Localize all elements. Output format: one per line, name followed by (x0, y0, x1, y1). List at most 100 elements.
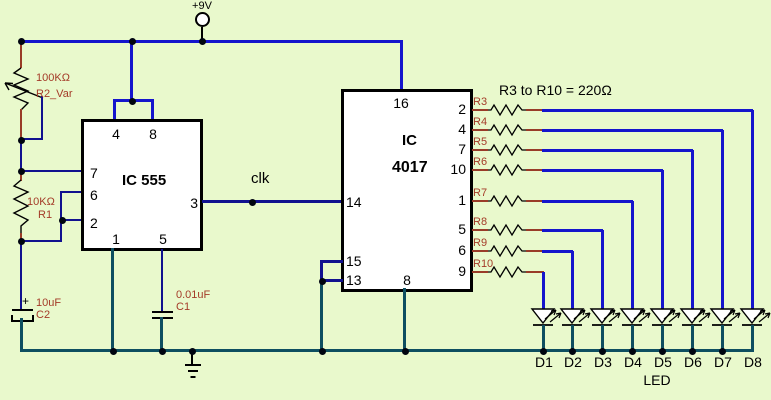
led-group-label: LED (643, 372, 671, 388)
wire-pin13 (321, 279, 343, 282)
resistor-lead-right (526, 200, 544, 202)
resistor-zigzag-R6 (488, 163, 527, 177)
wire-pins48-vertical (130, 40, 133, 102)
wire-pin8-drop (151, 99, 154, 122)
led-label-D7: D7 (714, 354, 732, 370)
wire-R6-horizontal (542, 169, 663, 172)
ic4017-pin-4: 4 (458, 121, 466, 137)
r1-symbol (12, 179, 30, 233)
junction-dot (599, 348, 606, 355)
led-label-D5: D5 (654, 354, 672, 370)
junction-dot (719, 348, 726, 355)
wire-pin15 (321, 260, 343, 263)
ic4017-pin-5: 5 (458, 221, 466, 237)
junction-dot (319, 278, 326, 285)
resistor-lead-right (526, 229, 544, 231)
wire-pin15-13-vertical (320, 260, 323, 282)
c2-polarity: + (22, 294, 30, 308)
resistor-label-R6: R6 (473, 156, 488, 168)
pot-lead-bottom (20, 109, 22, 140)
ic555-title: IC 555 (122, 172, 167, 189)
pot-wiper-vertical (41, 96, 43, 140)
ic4017-pin-8: 8 (403, 272, 411, 288)
junction-dot (18, 137, 25, 144)
ic4017-pin-9: 9 (458, 263, 466, 279)
r1-value-label: 10KΩ (27, 196, 55, 208)
junction-dot (199, 38, 206, 45)
led-D4-ground-stub (631, 325, 634, 352)
resistor-label-R9: R9 (473, 237, 488, 249)
junction-dot (629, 348, 636, 355)
ic4017-pin-14: 14 (346, 194, 362, 210)
led-label-D2: D2 (564, 354, 582, 370)
junction-dot (59, 217, 66, 224)
power-label: +9V (192, 0, 212, 12)
junction-dot (319, 348, 326, 355)
ic4017-title-2: 4017 (392, 159, 428, 176)
resistor-label-R5: R5 (473, 136, 488, 148)
resistor-lead-left (472, 109, 488, 111)
r1-name-label: R1 (38, 209, 53, 221)
led-label-D8: D8 (744, 354, 762, 370)
led-D7-symbol (709, 308, 741, 326)
power-terminal-stub (201, 27, 203, 41)
pot-name-label: R2_Var (36, 88, 73, 100)
ic4017-body: 16 IC 4017 14 15 13 8 2 4 7 10 1 5 6 9 (341, 89, 473, 292)
led-label-D3: D3 (594, 354, 612, 370)
resistor-zigzag-R4 (488, 123, 527, 137)
wire-pin5-c1-drop (161, 249, 163, 313)
wire-R4-drop (721, 130, 724, 310)
wire-pin7 (21, 170, 82, 172)
c1-name-label: C1 (176, 301, 191, 313)
wire-pin4-drop (113, 99, 116, 122)
resistor-lead-left (472, 149, 488, 151)
resistor-zigzag-R9 (488, 244, 527, 258)
wire-pin6-pin2-vertical (60, 191, 62, 242)
junction-dot (18, 238, 25, 245)
wire-R7-drop (631, 201, 634, 310)
led-label-D6: D6 (684, 354, 702, 370)
wire-clk (202, 200, 343, 203)
wire-top-rail (20, 40, 403, 43)
c2-name-label: C2 (36, 309, 51, 321)
wire-R7-horizontal (542, 200, 633, 203)
resistor-label-R7: R7 (473, 187, 488, 199)
led-D5-ground-stub (661, 325, 664, 352)
resistor-zigzag-R3 (488, 103, 527, 117)
resistor-lead-right (526, 109, 544, 111)
ic4017-pin-16: 16 (393, 95, 409, 111)
ic4017-pin-1: 1 (458, 192, 466, 208)
ic555-pin-3: 3 (190, 195, 198, 211)
resistor-lead-right (526, 271, 544, 273)
junction-dot-clk (249, 199, 256, 206)
resistor-label-R10: R10 (473, 258, 494, 270)
ic555-pin-5: 5 (159, 231, 167, 247)
resistor-zigzag-R5 (488, 143, 527, 157)
ic555-pin-1: 1 (112, 231, 120, 247)
ic4017-title-1: IC (402, 132, 417, 149)
pot-wiper-horizontal (20, 138, 43, 140)
resistor-label-R8: R8 (473, 216, 488, 228)
c1-value-label: 0.01uF (176, 289, 211, 301)
ic4017-pin-13: 13 (346, 272, 362, 288)
resistor-lead-right (526, 129, 544, 131)
led-D2-ground-stub (571, 325, 574, 352)
pot-value-label: 100KΩ (36, 72, 70, 84)
resistor-note: R3 to R10 = 220Ω (499, 82, 612, 98)
resistor-lead-right (526, 250, 544, 252)
wire-R10-drop (542, 272, 545, 310)
led-label-D1: D1 (535, 354, 553, 370)
led-D6-ground-stub (691, 325, 694, 352)
junction-dot (689, 348, 696, 355)
led-D1-ground-stub (542, 325, 545, 352)
resistor-lead-left (472, 200, 488, 202)
ic4017-pin-15: 15 (346, 253, 362, 269)
resistor-zigzag-R10 (488, 265, 527, 279)
wire-R6-drop (661, 170, 664, 310)
resistor-zigzag-R8 (488, 223, 527, 237)
ic4017-pin-6: 6 (458, 242, 466, 258)
junction-dot (110, 348, 117, 355)
wire-pin2 (61, 219, 82, 221)
